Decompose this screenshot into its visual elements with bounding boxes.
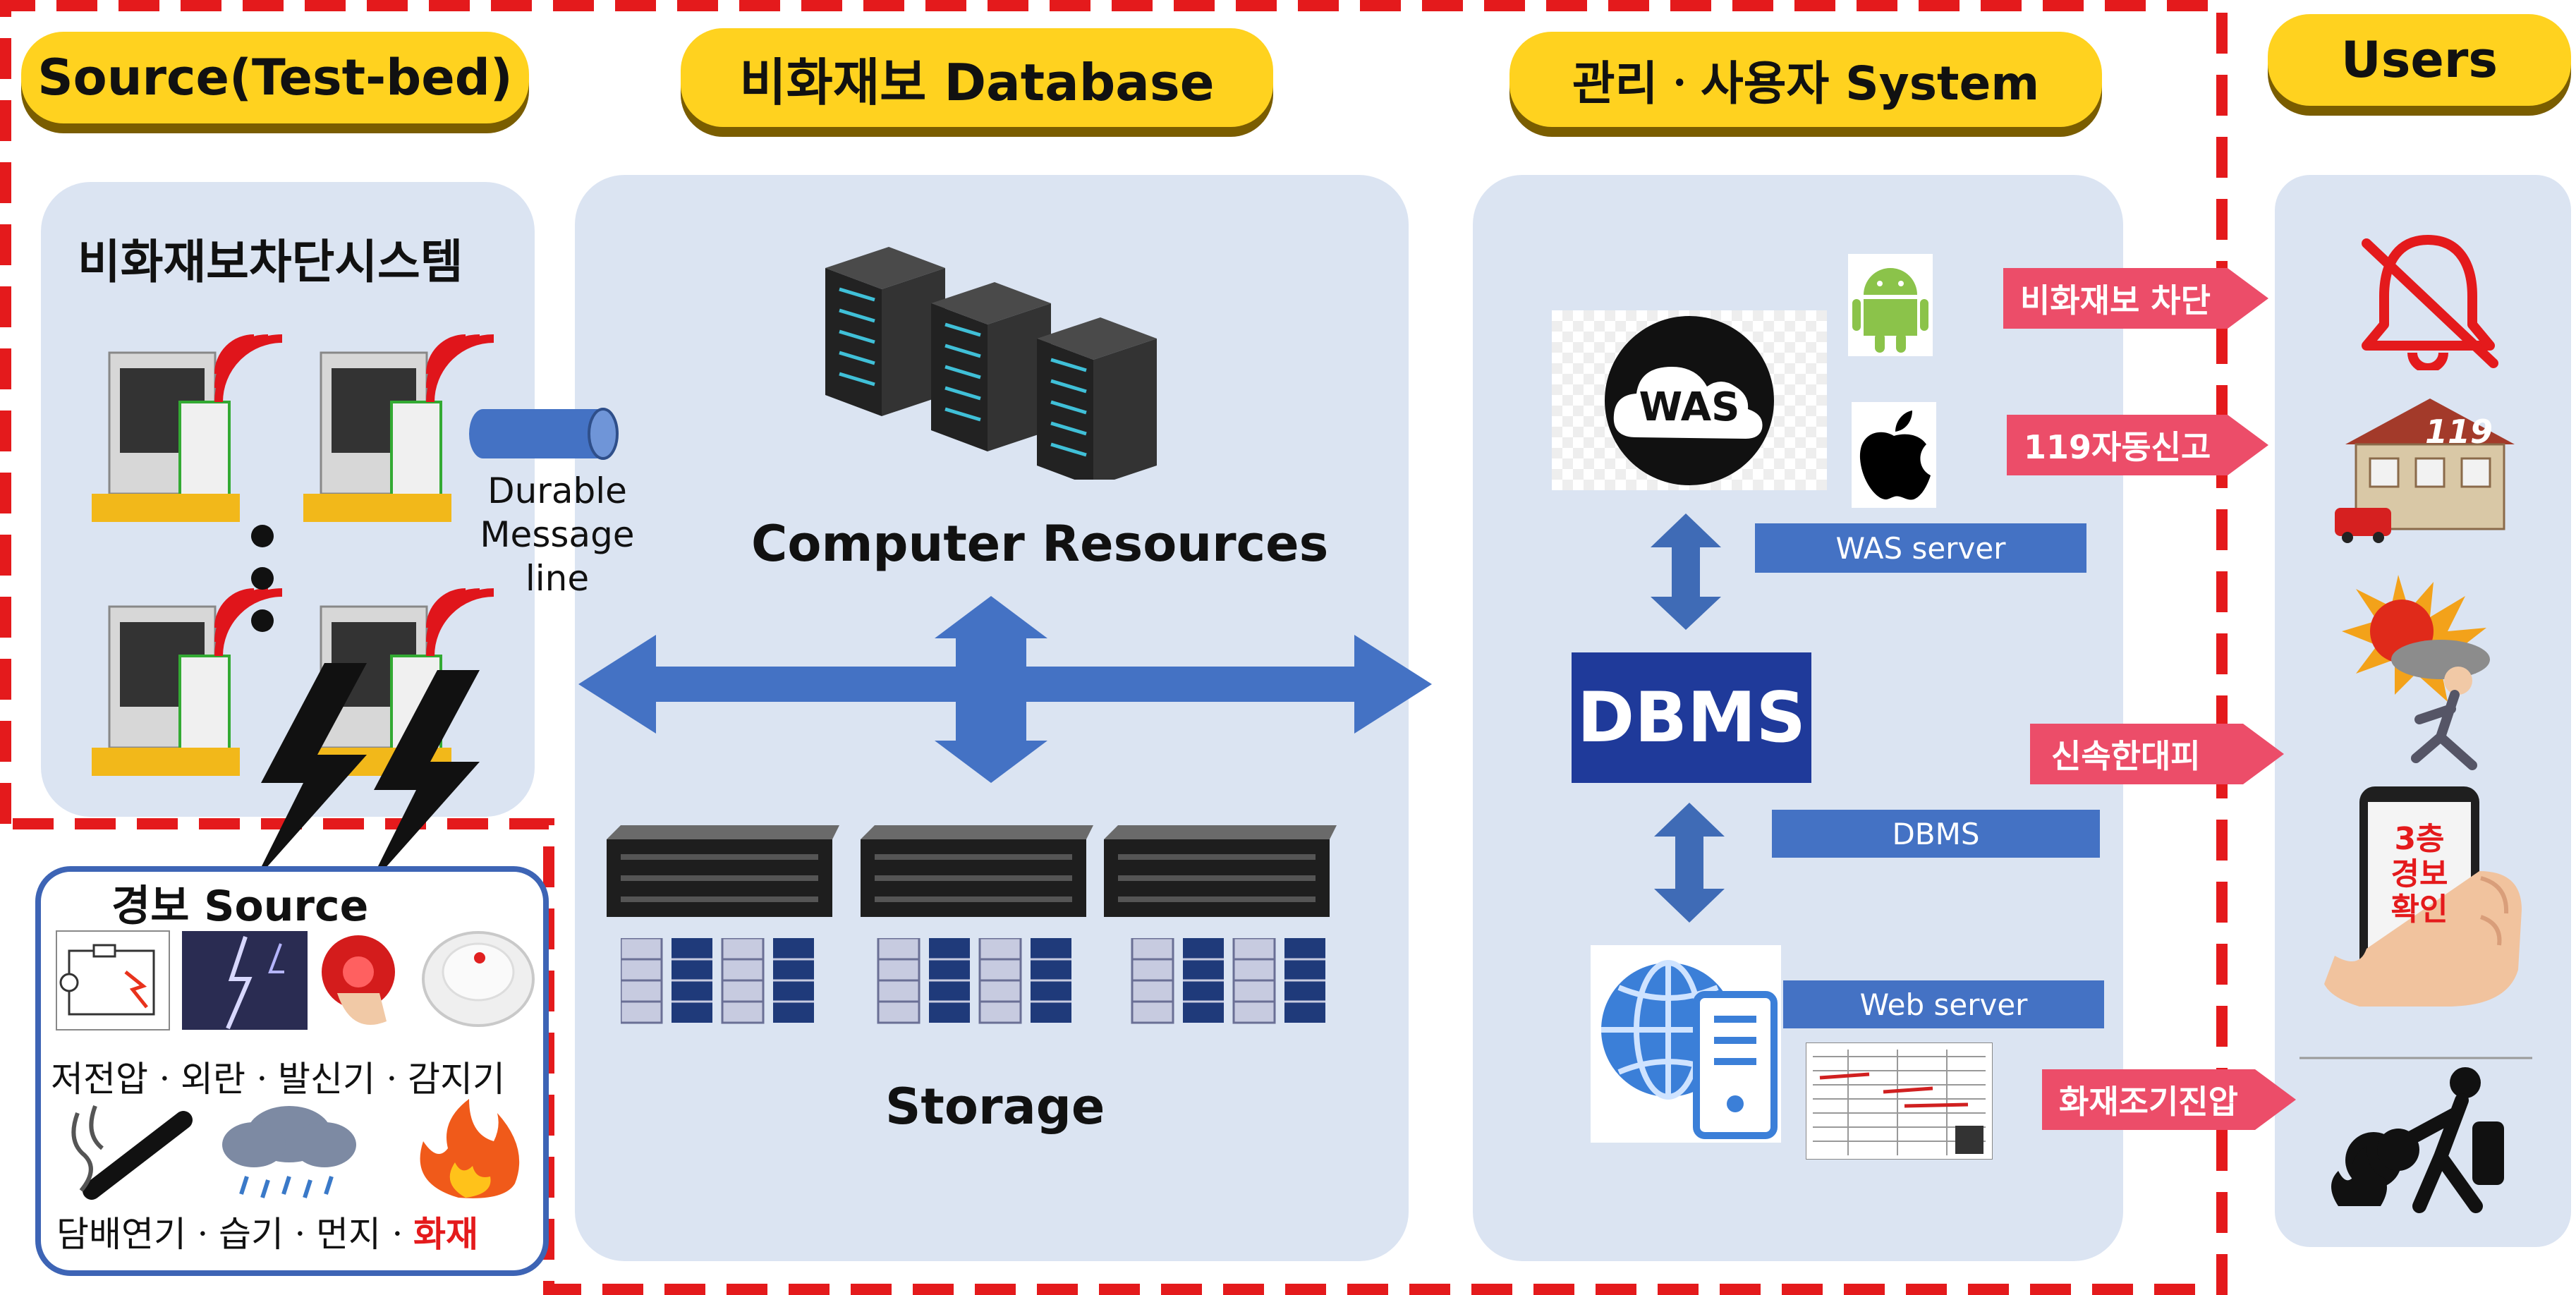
disk-stack-icons bbox=[621, 938, 1327, 1024]
storage-array-icon bbox=[607, 825, 1337, 917]
evacuate-icon bbox=[2342, 575, 2490, 770]
fire-icon bbox=[420, 1099, 520, 1198]
muted-bell-icon bbox=[2362, 235, 2498, 370]
server-rack-icon bbox=[825, 247, 1157, 480]
was-server-label: WAS server bbox=[1755, 523, 2086, 573]
phone-alert-text: 3층 경보 확인 bbox=[2390, 821, 2448, 928]
alarm-item-fire: 화재 bbox=[413, 1214, 478, 1255]
detector-icon bbox=[422, 931, 535, 1027]
action-early-suppression: 화재조기진압 bbox=[2042, 1069, 2296, 1130]
web-server-icon bbox=[1601, 960, 1778, 1139]
firefighter-icon bbox=[2331, 1067, 2504, 1213]
header-system: 관리ㆍ사용자 System bbox=[1509, 32, 2102, 127]
rain-cloud-icon bbox=[222, 1106, 356, 1198]
compute-label: Computer Resources bbox=[751, 515, 1329, 573]
fire-station-icon bbox=[2335, 399, 2515, 543]
circuit-icon bbox=[56, 930, 170, 1030]
report-document-icon bbox=[1806, 1042, 1993, 1160]
was-icon-text: WAS bbox=[1639, 384, 1740, 430]
call-point-icon bbox=[322, 935, 395, 1025]
alarm-item-humidity: 습기 bbox=[219, 1214, 284, 1255]
lightning-icon bbox=[254, 663, 480, 889]
source-panel-title: 비화재보차단시스템 bbox=[78, 235, 463, 289]
message-line-icon bbox=[469, 408, 619, 460]
dbms-web-arrow bbox=[1654, 803, 1725, 923]
header-users: Users bbox=[2268, 14, 2571, 106]
was-dbms-arrow bbox=[1651, 513, 1721, 630]
dbms-logo: DBMS bbox=[1572, 652, 1811, 783]
header-source: Source(Test-bed) bbox=[21, 32, 529, 123]
message-line-label: Durable Message line bbox=[480, 470, 635, 599]
alarm-item-disturbance: 외란 bbox=[181, 1059, 245, 1100]
apple-icon bbox=[1852, 402, 1936, 508]
action-auto-report-119: 119자동신고 bbox=[2007, 415, 2269, 475]
alarm-item-cigarette: 담배연기 bbox=[56, 1214, 186, 1255]
alarm-source-icons bbox=[56, 930, 535, 1030]
data-flow-arrow bbox=[578, 596, 1432, 783]
cigarette-icon bbox=[71, 1105, 193, 1200]
users-divider bbox=[2299, 1057, 2532, 1059]
storm-icon bbox=[182, 931, 308, 1030]
fire-station-sign: 119 bbox=[2425, 413, 2493, 451]
alarm-source-icons-row2 bbox=[71, 1099, 520, 1200]
alarm-source-title: 경보 Source bbox=[111, 882, 369, 931]
alarm-item-low-voltage: 저전압 bbox=[51, 1059, 148, 1100]
alarm-source-row1: 저전압ㆍ외란ㆍ발신기ㆍ감지기 bbox=[51, 1059, 505, 1100]
test-bed-devices bbox=[92, 334, 494, 776]
alarm-source-row2: 담배연기ㆍ습기ㆍ먼지ㆍ화재 bbox=[56, 1214, 478, 1255]
action-rapid-evacuation: 신속한대피 bbox=[2030, 724, 2284, 784]
dbms-label: DBMS bbox=[1772, 810, 2100, 858]
alarm-item-detector: 감지기 bbox=[408, 1059, 505, 1100]
action-block-false-alarm: 비화재보 차단 bbox=[2003, 268, 2268, 329]
alarm-item-dust: 먼지 bbox=[316, 1214, 381, 1255]
alarm-item-transmitter: 발신기 bbox=[278, 1059, 375, 1100]
web-server-label: Web server bbox=[1783, 980, 2104, 1028]
was-cloud-shape bbox=[1613, 367, 1763, 439]
users-panel bbox=[2275, 175, 2571, 1247]
header-database: 비화재보 Database bbox=[681, 28, 1273, 127]
phone-icon bbox=[2324, 786, 2522, 1007]
android-icon bbox=[1848, 254, 1933, 356]
storage-label: Storage bbox=[885, 1078, 1105, 1136]
